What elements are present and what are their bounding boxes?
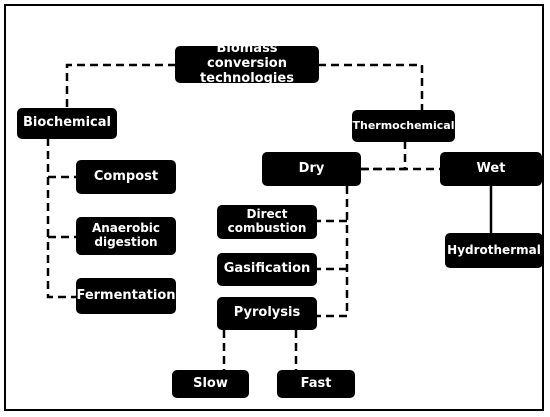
node-gasification: Gasification (217, 253, 317, 286)
node-anaerobic-digestion: Anaerobic digestion (76, 217, 176, 255)
node-pyrolysis: Pyrolysis (217, 297, 317, 330)
node-fermentation: Fermentation (76, 278, 176, 314)
connector-dry-spine (317, 186, 349, 318)
node-wet: Wet (440, 152, 542, 186)
connector-thermochemical-dry (361, 141, 407, 171)
node-direct-combustion: Direct combustion (217, 205, 317, 239)
connector-root-thermochemical (318, 63, 424, 110)
node-hydrothermal: Hydrothermal (445, 233, 543, 268)
node-root: Biomass conversion technologies (175, 41, 319, 86)
connector-root-biochemical (65, 63, 176, 108)
node-thermochemical: Thermochemical (352, 110, 455, 142)
connector-biochemical-spine (46, 138, 76, 299)
node-compost: Compost (76, 160, 176, 194)
node-biochemical: Biochemical (17, 108, 117, 139)
node-slow: Slow (172, 370, 249, 398)
node-dry: Dry (262, 152, 361, 186)
node-fast: Fast (277, 370, 355, 398)
diagram-frame (4, 4, 544, 411)
